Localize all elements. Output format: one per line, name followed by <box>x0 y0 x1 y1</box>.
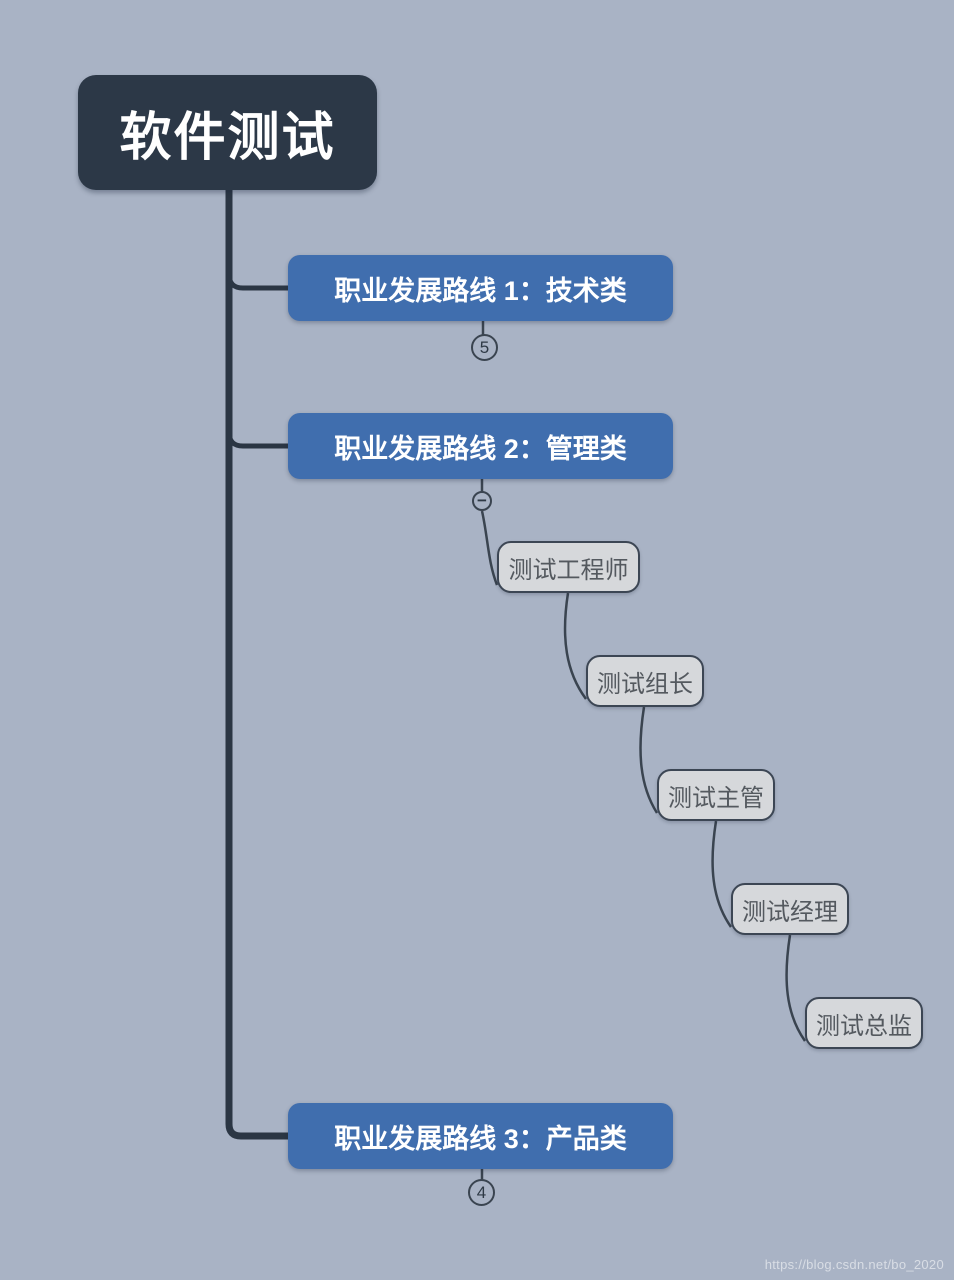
trunk-line <box>225 188 290 1140</box>
wire-sub3-to-sub4 <box>785 934 807 1042</box>
subtopic-test-supervisor[interactable]: 测试主管 <box>657 769 775 821</box>
branch2-connector <box>226 431 290 449</box>
root-topic[interactable]: 软件测试 <box>78 75 377 190</box>
subtopic-test-engineer[interactable]: 测试工程师 <box>497 541 640 593</box>
wire-sub1-to-sub2 <box>639 706 659 814</box>
watermark-text: https://blog.csdn.net/bo_2020 <box>764 1257 944 1272</box>
collapsed-count-badge-product[interactable]: 4 <box>468 1179 495 1206</box>
subtopic-test-manager[interactable]: 测试经理 <box>731 883 849 935</box>
collapsed-count-badge-technical[interactable]: 5 <box>471 334 498 361</box>
branch-topic-product[interactable]: 职业发展路线 3：产品类 <box>288 1103 673 1169</box>
branch1-connector <box>226 273 290 291</box>
subtopic-test-director[interactable]: 测试总监 <box>805 997 923 1049</box>
collapse-toggle-icon[interactable]: − <box>472 491 492 511</box>
wire-sub2-to-sub3 <box>711 820 733 928</box>
wire-toggle-to-sub0 <box>480 510 499 586</box>
branch-topic-management[interactable]: 职业发展路线 2：管理类 <box>288 413 673 479</box>
branch-topic-technical[interactable]: 职业发展路线 1：技术类 <box>288 255 673 321</box>
wire-sub0-to-sub1 <box>563 592 588 700</box>
subtopic-test-team-leader[interactable]: 测试组长 <box>586 655 704 707</box>
